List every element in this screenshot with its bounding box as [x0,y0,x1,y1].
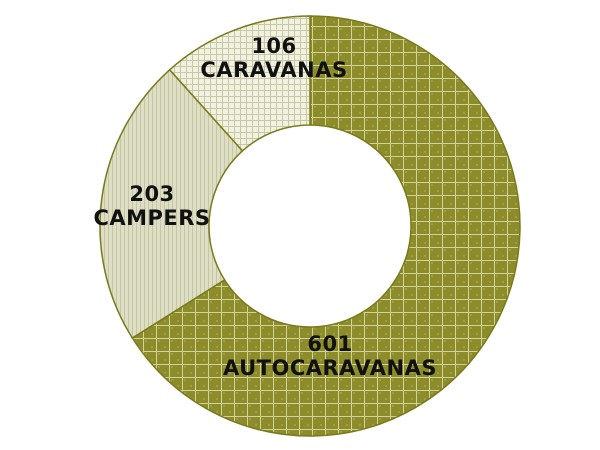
value-campers: 203 [129,181,175,206]
name-campers: CAMPERS [93,206,211,230]
slice-caravanas [168,15,311,152]
label-autocaravanas: 601 AUTOCARAVANAS [223,332,437,380]
slice-autocaravanas [131,15,521,437]
value-caravanas: 106 [251,33,297,58]
slice-campers [99,68,244,340]
name-autocaravanas: AUTOCARAVANAS [222,356,438,380]
donut-slices [99,15,521,437]
label-caravanas: 106 CARAVANAS [200,34,347,82]
label-campers: 203 CAMPERS [93,182,210,230]
name-caravanas: CARAVANAS [200,58,348,82]
value-autocaravanas: 601 [307,331,353,356]
